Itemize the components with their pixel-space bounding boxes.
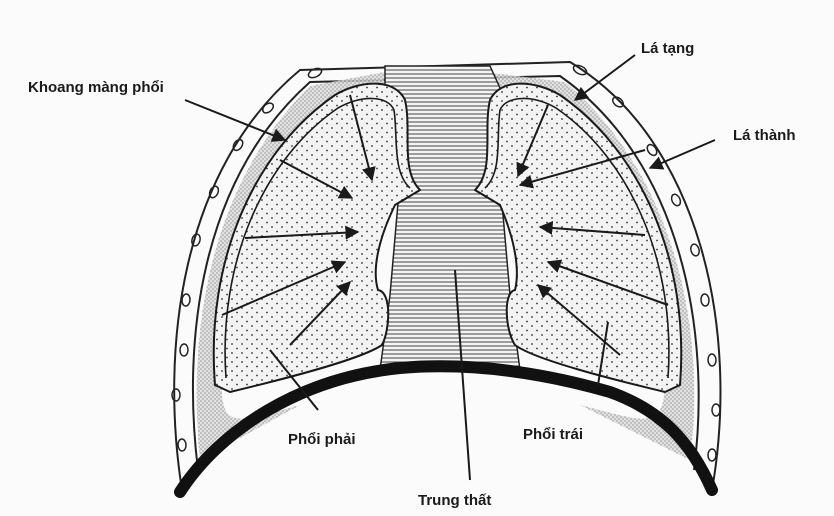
label-left-lung: Phổi trái: [523, 426, 583, 443]
label-mediastinum: Trung thất: [418, 492, 491, 509]
label-pleural-cavity: Khoang màng phổi: [28, 79, 164, 96]
label-visceral-pleura: Lá tạng: [641, 40, 694, 57]
label-right-lung: Phổi phải: [288, 431, 356, 448]
label-parietal-pleura: Lá thành: [733, 127, 796, 144]
